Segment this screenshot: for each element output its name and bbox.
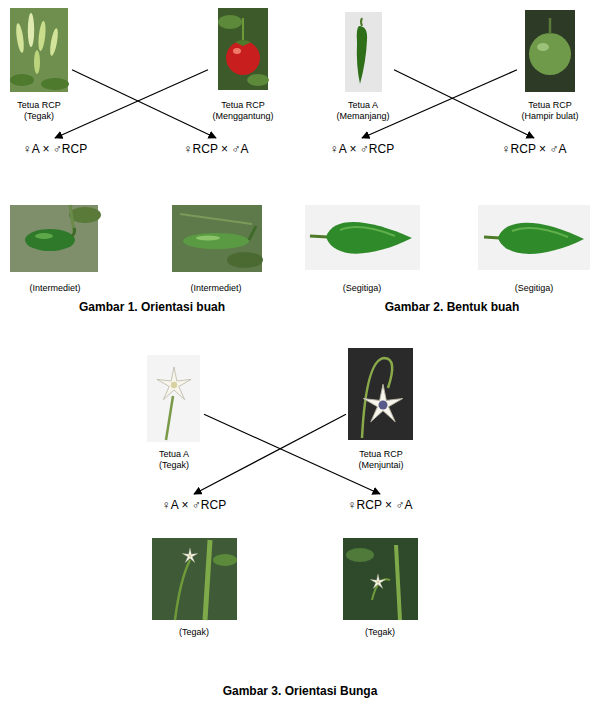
hybrid-plant-panel: ♀A × ♂RCP (Intermediet) [9,138,101,294]
cross-arrow [394,70,534,138]
trait-caption: (Tegak) [24,111,54,122]
parent-plant-panel: Tetua RCP(Menggantung) [208,6,278,122]
parent-plant-panel: Tetua RCP(Hampir bulat) [517,6,583,122]
upright-flower-photo [147,355,200,442]
hanging-pepper-photo [218,8,269,90]
trait-caption: (Tegak) [365,627,395,638]
hybrid-flower-photo [343,538,418,620]
trait-caption: (Menjuntai) [358,460,403,471]
parent-name: Tetua RCP [221,100,265,111]
parent-plant-panel: Tetua A(Memanjang) [332,6,394,122]
parent-plant-panel: Tetua RCP(Tegak) [6,6,72,122]
hybrid-plant-panel: ♀A × ♂RCP (Tegak) [150,494,238,638]
trait-caption: (Segitiga) [343,283,382,294]
trait-caption: (Menggantung) [212,111,273,122]
parent-name: Tetua A [348,100,378,111]
cross-arrow [204,414,380,494]
parent-name: Tetua A [159,449,189,460]
trait-caption: (Intermediet) [190,283,241,294]
triangular-pepper-photo [305,205,420,270]
parent-name: Tetua RCP [17,100,61,111]
upright-chili-photo [10,8,69,92]
cross-notation: ♀RCP × ♂A [346,498,415,513]
cross-notation: ♀RCP × ♂A [500,142,569,157]
drooping-flower-photo [348,348,413,440]
trait-caption: (Memanjang) [336,111,389,122]
figure-caption: Gambar 3. Orientasi Bunga [223,684,378,698]
figure-caption: Gambar 2. Bentuk buah [385,300,520,314]
trait-caption: (Intermediet) [29,283,80,294]
hybrid-flower-photo [152,538,237,620]
trait-caption: (Segitiga) [515,283,554,294]
intermediate-pepper-photo [172,205,263,272]
hybrid-plant-panel: ♀A × ♂RCP (Segitiga) [304,138,420,294]
parent-plant-panel: Tetua A(Tegak) [144,345,204,471]
cross-arrow [194,414,346,494]
cross-notation: ♀A × ♂RCP [328,142,396,157]
parent-name: Tetua RCP [359,449,403,460]
trait-caption: (Hampir bulat) [521,111,578,122]
cross-arrow [362,70,517,138]
cross-notation: ♀A × ♂RCP [160,498,228,513]
triangular-pepper-photo [478,205,590,270]
cross-notation: ♀RCP × ♂A [182,142,251,157]
elongated-chili-photo [345,12,382,92]
hybrid-plant-panel: ♀RCP × ♂A (Intermediet) [170,138,262,294]
hybrid-plant-panel: ♀RCP × ♂A (Tegak) [340,494,420,638]
intermediate-pepper-photo [10,205,101,272]
trait-caption: (Tegak) [179,627,209,638]
hybrid-plant-panel: ♀RCP × ♂A (Segitiga) [478,138,590,294]
parent-plant-panel: Tetua RCP(Menjuntai) [346,345,416,471]
cross-arrow [55,70,208,138]
trait-caption: (Tegak) [159,460,189,471]
figure-caption: Gambar 1. Orientasi buah [79,300,225,314]
cross-notation: ♀A × ♂RCP [21,142,89,157]
cross-arrow [72,70,216,138]
parent-name: Tetua RCP [528,100,572,111]
round-fruit-photo [525,10,575,92]
